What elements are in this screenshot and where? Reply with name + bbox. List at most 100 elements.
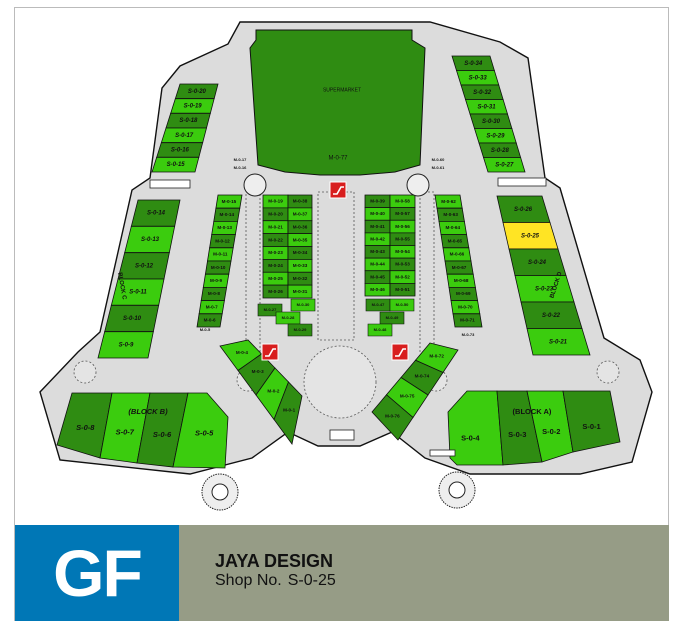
shop-label: M-0-5 — [200, 327, 211, 332]
escalator-icon — [261, 343, 279, 361]
stairs-icon — [149, 179, 191, 189]
shop-label: M-0-17 — [234, 157, 247, 162]
shop-label: S-0-34 — [464, 61, 483, 67]
shop-label: S-0-33 — [469, 75, 488, 81]
shop-label: S-0-22 — [542, 313, 561, 319]
shop-label: M-0-9 — [210, 278, 222, 283]
shop-m-0-49[interactable] — [379, 311, 405, 325]
shop-label: M-0-44 — [370, 262, 385, 267]
shop-label: S-0-11 — [129, 290, 147, 296]
shop-m-0-71[interactable] — [452, 313, 483, 328]
shop-number: Shop No.S-0-25 — [215, 572, 342, 590]
shop-s-0-21[interactable] — [526, 328, 591, 356]
shop-label: S-0-13 — [141, 237, 160, 243]
shop-label: M-0-28 — [282, 315, 295, 320]
shop-label: M-0-48 — [374, 327, 387, 332]
shop-label: M-0-32 — [293, 276, 308, 281]
shop-m-0-76[interactable] — [371, 394, 414, 441]
shop-label: M-0-31 — [293, 289, 308, 294]
shop-s-0-5[interactable] — [172, 392, 229, 469]
shop-label: M-0-13 — [217, 225, 232, 230]
shop-label: M-0-76 — [385, 413, 400, 418]
shop-label: M-0-69 — [456, 291, 471, 296]
shop-label: S-0-16 — [171, 148, 190, 154]
shop-label: M-0-55 — [395, 236, 410, 241]
shop-label: M-0-38 — [293, 199, 308, 204]
shop-label: M-0-20 — [268, 212, 283, 217]
shop-m-0-31[interactable] — [287, 284, 313, 299]
shop-label: M-0-68 — [454, 278, 469, 283]
shop-label: S-0-27 — [495, 162, 514, 168]
shop-label: M-0-42 — [370, 236, 385, 241]
shop-label: M-0-11 — [213, 252, 228, 257]
shop-label: M-0-15 — [222, 199, 237, 204]
shop-label: M-0-49 — [386, 315, 399, 320]
shop-m-0-29[interactable] — [287, 323, 313, 337]
block-b-label: (BLOCK B) — [128, 407, 168, 416]
shop-label: S-0-7 — [116, 428, 135, 437]
shop-s-0-15[interactable] — [151, 156, 200, 173]
shop-label: M-0-43 — [370, 249, 385, 254]
shop-label: M-0-64 — [445, 225, 460, 230]
shop-label: M-0-27 — [264, 307, 277, 312]
stairs-icon — [329, 429, 355, 441]
shop-info-banner: GF JAYA DESIGN Shop No.S-0-25 — [15, 525, 669, 621]
shop-m-0-48[interactable] — [367, 323, 393, 337]
shop-label: M-0-16 — [234, 165, 247, 170]
shop-label: M-0-10 — [211, 265, 226, 270]
floor-plan-map: SUPERMARKETM-0-77S-0-20S-0-19S-0-18S-0-1… — [39, 21, 653, 511]
stairs-icon — [429, 449, 456, 457]
shop-label: M-0-50 — [396, 302, 409, 307]
shop-number-label: Shop No. — [215, 572, 282, 589]
shop-label: M-0-71 — [460, 318, 475, 323]
shop-label: M-0-40 — [370, 211, 385, 216]
shop-label: S-0-15 — [167, 162, 186, 168]
shop-label: S-0-21 — [549, 339, 568, 345]
shop-label: S-0-9 — [119, 342, 134, 348]
round-node — [73, 360, 97, 384]
shop-label: M-0-60 — [432, 157, 445, 162]
shop-label: S-0-29 — [486, 133, 505, 139]
shop-label: M-0-53 — [395, 262, 410, 267]
shop-label: M-0-74 — [415, 374, 430, 379]
shop-m-0-6[interactable] — [196, 313, 223, 328]
shop-label: S-0-23 — [535, 286, 554, 292]
shop-label: S-0-19 — [184, 104, 203, 110]
shop-label: S-0-25 — [521, 233, 540, 239]
shop-label: M-0-65 — [448, 238, 463, 243]
shop-label: M-0-2 — [267, 388, 279, 393]
round-node — [596, 360, 620, 384]
shop-m-0-1[interactable] — [273, 381, 303, 445]
shop-label: M-0-12 — [215, 238, 230, 243]
floor-indicator: GF — [15, 525, 179, 621]
shop-label: M-0-73 — [462, 332, 475, 337]
shop-label: M-0-24 — [268, 263, 283, 268]
shop-label: M-0-29 — [294, 327, 307, 332]
spiral-stair-core — [448, 481, 466, 499]
shop-label: M-0-35 — [293, 237, 308, 242]
stair-tower-icon — [243, 173, 267, 197]
shop-label: S-0-12 — [135, 263, 154, 269]
shop-m-0-50[interactable] — [389, 298, 415, 312]
shop-label: M-0-67 — [452, 265, 467, 270]
shop-label: M-0-23 — [268, 250, 283, 255]
shop-s-0-9[interactable] — [97, 331, 154, 359]
shop-label: M-0-61 — [432, 165, 445, 170]
shop-label: S-0-20 — [188, 89, 207, 95]
spiral-stair-core — [211, 483, 229, 501]
shop-label: M-0-47 — [372, 302, 385, 307]
supermarket[interactable] — [249, 29, 426, 176]
supermarket-label: SUPERMARKET — [323, 87, 361, 93]
shop-name: JAYA DESIGN — [215, 551, 334, 571]
shop-s-0-27[interactable] — [482, 157, 526, 173]
shop-label: M-0-22 — [268, 237, 283, 242]
shop-label: M-0-51 — [395, 287, 410, 292]
shop-label: M-0-7 — [206, 304, 218, 309]
shop-m-0-30[interactable] — [290, 298, 316, 312]
shop-s-0-1[interactable] — [562, 390, 621, 453]
escalator-icon — [329, 181, 347, 199]
shop-label: M-0-6 — [204, 318, 216, 323]
shop-m-0-51[interactable] — [389, 282, 416, 297]
shop-label: M-0-62 — [441, 199, 456, 204]
shop-label: M-0-41 — [370, 224, 385, 229]
